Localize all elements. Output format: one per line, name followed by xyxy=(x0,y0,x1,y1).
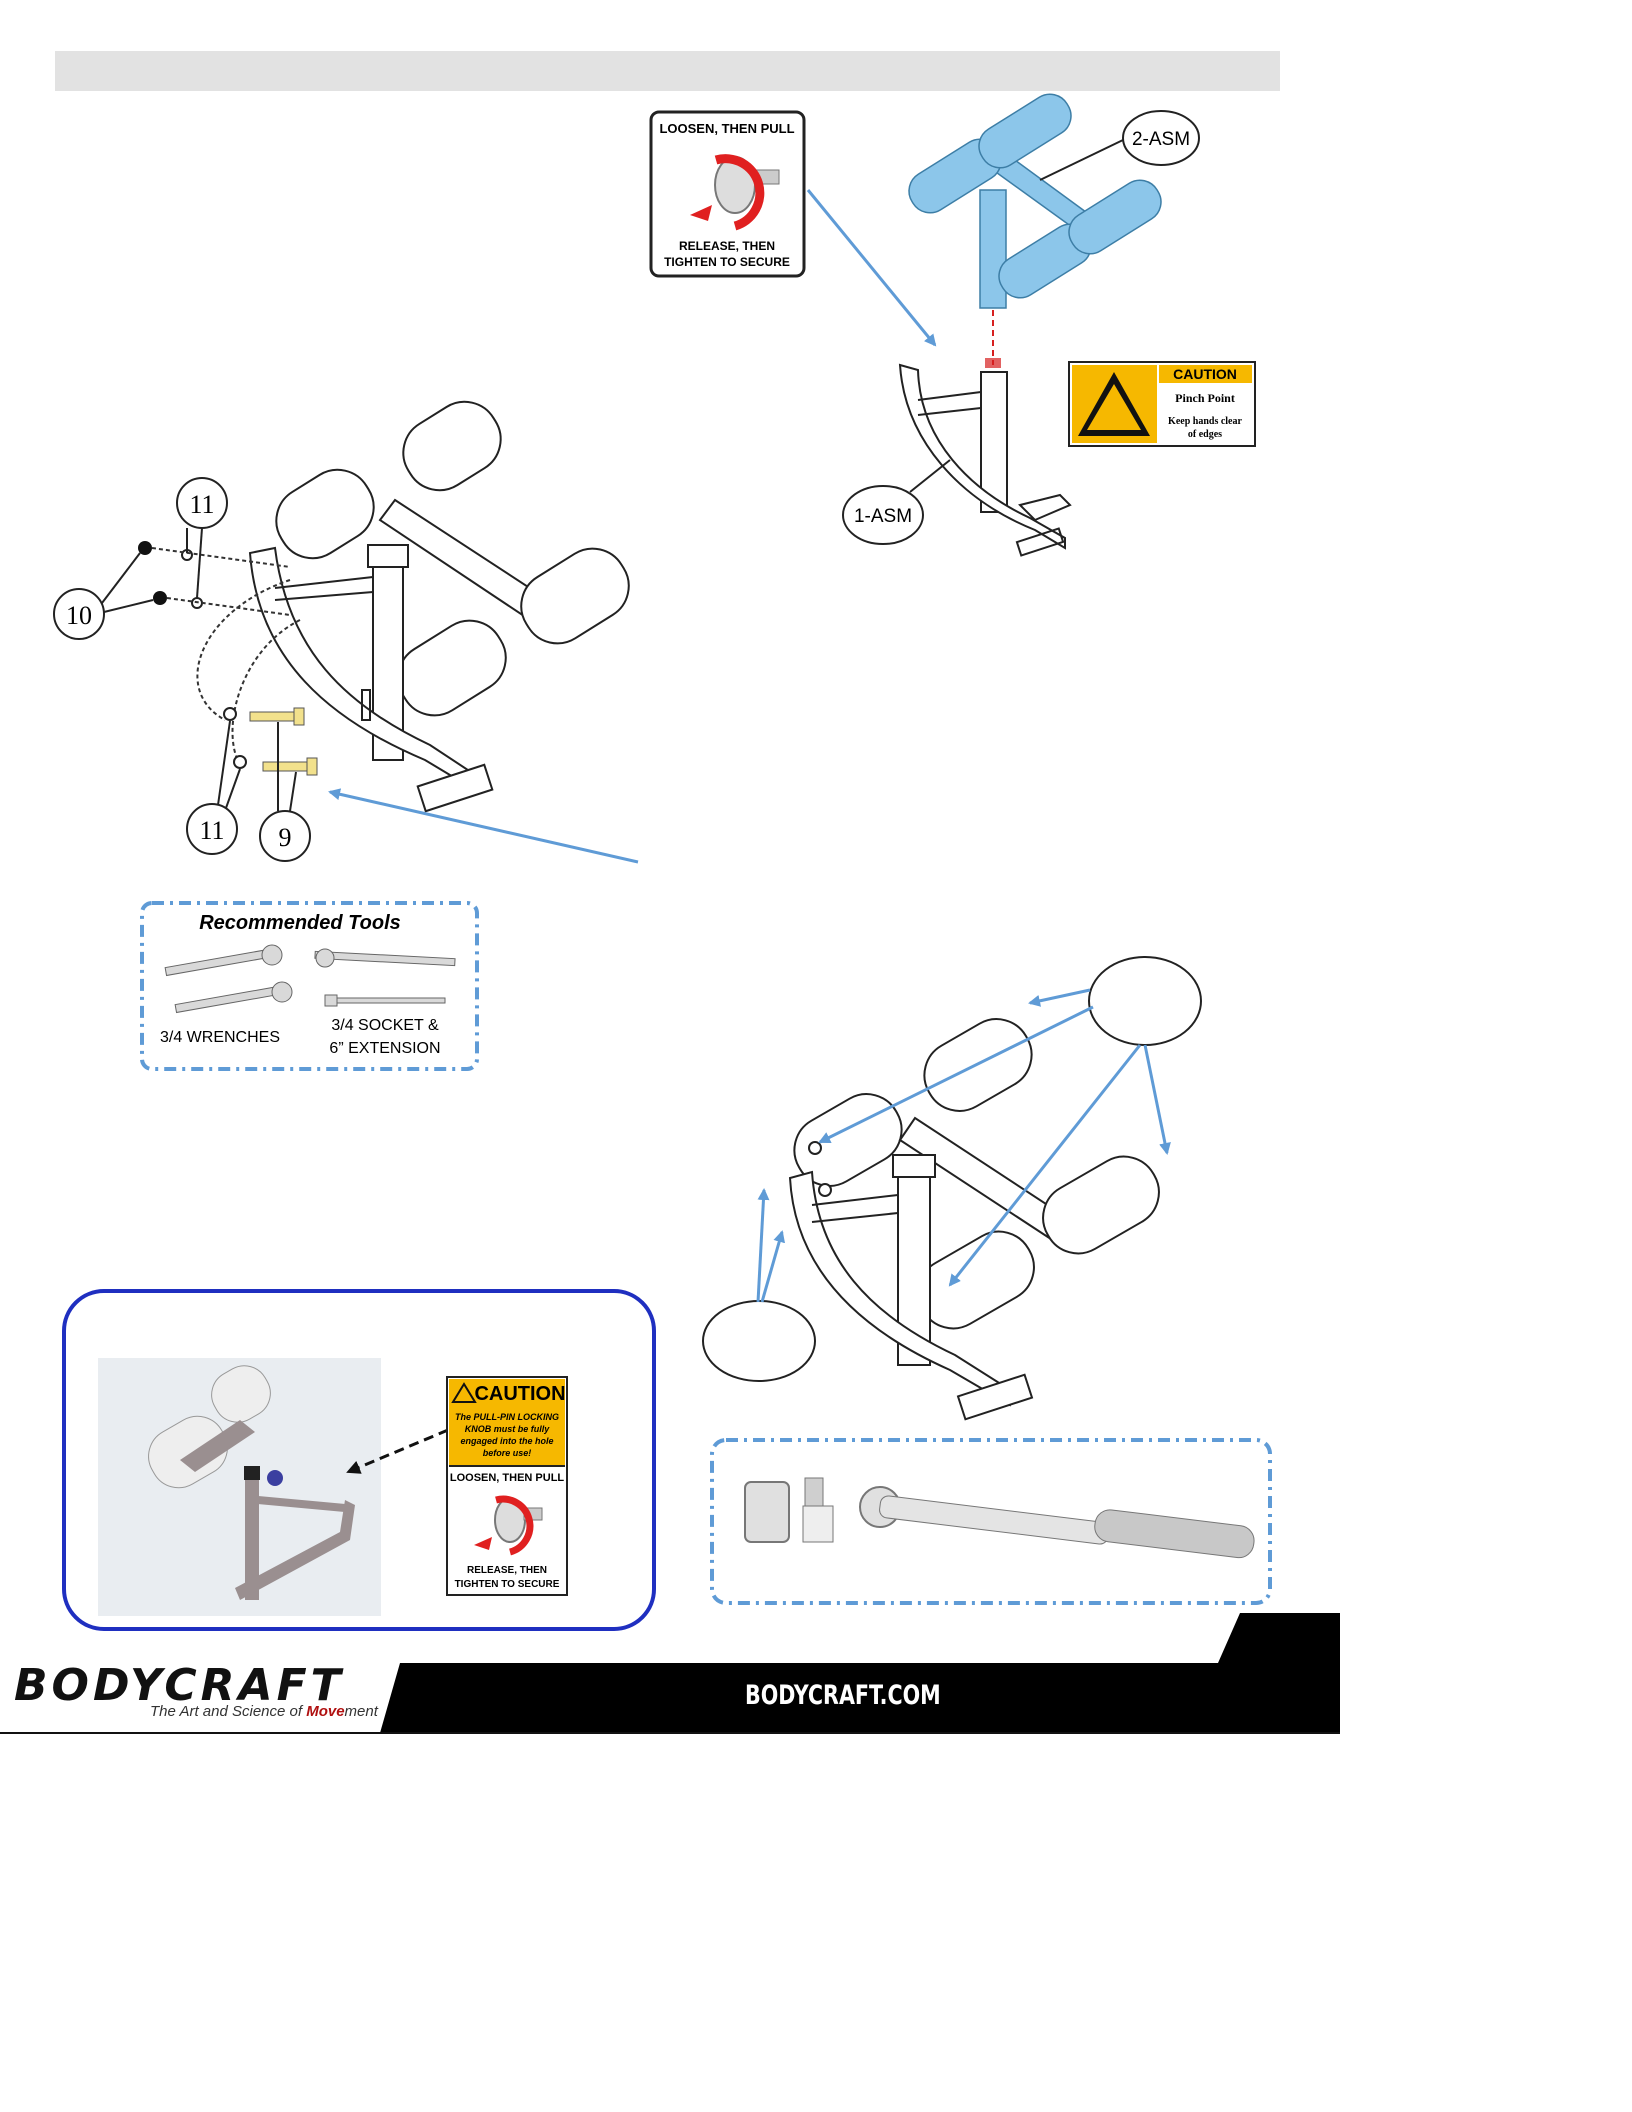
caution-pinch-label: CAUTION Pinch Point Keep hands clear of … xyxy=(1068,361,1256,447)
caution-warning2: KNOB must be fully xyxy=(465,1424,551,1434)
caution-label-bottom2: TIGHTEN TO SECURE xyxy=(455,1579,560,1590)
assembly-pointer-arrows xyxy=(756,988,1171,1303)
callout-9-text: 9 xyxy=(279,823,292,852)
callout-1asm: 1-ASM xyxy=(842,459,951,545)
wrench-icon xyxy=(164,944,293,1014)
website-link[interactable]: BODYCRAFT.COM xyxy=(745,1680,941,1711)
bench-render xyxy=(148,1365,355,1600)
tools-right-label2: 6” EXTENSION xyxy=(329,1040,440,1057)
exploded-bench-frame xyxy=(248,400,630,813)
assembly-illustrations: LOOSEN, THEN PULL RELEASE, THEN TIGHTEN … xyxy=(53,93,1272,1631)
brand-tagline: The Art and Science of Movement xyxy=(150,1703,378,1720)
torque-tools-box xyxy=(710,1438,1272,1605)
brand-logo: BODYCRAFT xyxy=(14,1660,345,1711)
caution-label-bottom1: RELEASE, THEN xyxy=(467,1565,547,1576)
knob-label-bottom2: TIGHTEN TO SECURE xyxy=(664,255,790,269)
pinch-caution-title: CAUTION xyxy=(1173,366,1237,382)
pinch-line2: Keep hands clear xyxy=(1168,416,1242,427)
assembled-bench xyxy=(788,1018,1160,1421)
socket-wrench-icon xyxy=(314,948,456,1007)
hardware-bolts xyxy=(223,707,318,776)
callout-11-bottom-text: 11 xyxy=(199,816,224,845)
knob-pointer-arrow xyxy=(806,189,937,347)
base-1asm xyxy=(898,363,1072,557)
tools-title: Recommended Tools xyxy=(199,912,401,934)
callout-blank-upper xyxy=(1088,956,1202,1046)
callout-blank-lower xyxy=(702,1300,816,1382)
caution-warning3: engaged into the hole xyxy=(460,1436,553,1446)
callout-11-top-text: 11 xyxy=(189,490,214,519)
callout-10: 10 xyxy=(53,552,154,640)
header-bar xyxy=(55,51,1280,91)
callout-2asm-text: 2-ASM xyxy=(1132,129,1190,150)
pinch-line3: of edges xyxy=(1188,429,1222,440)
tools-right-label1: 3/4 SOCKET & xyxy=(331,1017,439,1034)
caution-warning1: The PULL-PIN LOCKING xyxy=(455,1412,559,1422)
caution-warning4: before use! xyxy=(483,1448,532,1458)
footer-band xyxy=(0,1613,1340,1734)
pull-pin-label-top: LOOSEN, THEN PULL RELEASE, THEN TIGHTEN … xyxy=(649,110,806,278)
callout-9: 9 xyxy=(259,722,311,862)
caution-label-top: LOOSEN, THEN PULL xyxy=(450,1472,565,1484)
callout-11-top: 11 xyxy=(176,477,228,599)
knob-icon xyxy=(690,154,780,231)
socket-icon xyxy=(744,1477,834,1543)
knob-icon-small xyxy=(474,1495,543,1556)
caution-pointer-arrow xyxy=(346,1428,449,1474)
tools-left-label: 3/4 WRENCHES xyxy=(160,1029,280,1046)
callout-2asm: 2-ASM xyxy=(1039,110,1200,181)
hardware-nuts xyxy=(138,541,301,766)
tools-pointer-arrow xyxy=(328,788,639,864)
knob-label-bottom1: RELEASE, THEN xyxy=(679,239,775,253)
knob-label-top-text: LOOSEN, THEN PULL xyxy=(659,121,794,136)
callout-10-text: 10 xyxy=(66,601,92,630)
torque-wrench-icon xyxy=(859,1486,1255,1559)
callout-1asm-text: 1-ASM xyxy=(854,506,912,527)
pinch-line1: Pinch Point xyxy=(1175,391,1235,405)
recommended-tools-box: Recommended Tools 3/4 WRENCHES 3/4 SOCKE… xyxy=(140,901,479,1071)
roller-arm-2asm xyxy=(908,93,1162,309)
callout-11-bottom: 11 xyxy=(186,720,241,855)
caution-pull-pin-box: CAUTION The PULL-PIN LOCKING KNOB must b… xyxy=(62,1289,656,1631)
caution-box-title: CAUTION xyxy=(474,1383,565,1405)
